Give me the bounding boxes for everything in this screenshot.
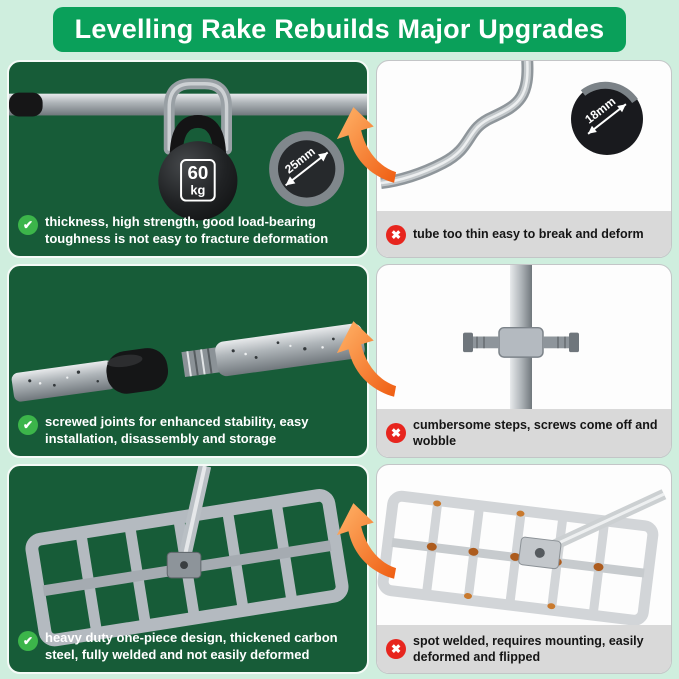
bad-caption-text: spot welded, requires mounting, easily d… [413,633,644,664]
diameter-inset-25mm: 25mm [269,131,345,207]
thin-bent-tube-photo: 18mm [380,61,643,189]
good-caption-text: heavy duty one-piece design, thickened c… [45,630,338,663]
upgrade-arrow-icon [333,498,397,582]
rake-handle [166,466,212,579]
good-caption: ✔ screwed joints for enhanced stability,… [18,414,358,448]
comparison-row-tube-thickness: 60 kg 25mm ✔ thickness, high strength, [0,58,679,260]
title-banner: Levelling Rake Rebuilds Major Upgrades [53,7,626,52]
rake-grid [25,489,349,647]
bad-panel-handle-joint: ✖ cumbersome steps, screws come off and … [376,264,672,458]
kettlebell-unit: kg [190,183,205,198]
upgrade-arrow-icon [333,102,397,186]
clamp-screw-left [463,332,499,353]
check-icon: ✔ [18,631,38,652]
shackle-hook [163,78,233,155]
bad-caption: ✖ tube too thin easy to break and deform [377,211,671,257]
good-panel-handle-joint: ✔ screwed joints for enhanced stability,… [7,264,369,458]
bad-caption-text: tube too thin easy to break and deform [413,226,644,241]
good-panel-rake-head: ✔ heavy duty one-piece design, thickened… [7,464,369,674]
cross-icon: ✖ [386,224,406,245]
kettlebell: 60 kg [158,114,238,221]
spot-welded-rake-head-photo [377,489,667,626]
cross-icon: ✖ [386,639,406,660]
page-title: Levelling Rake Rebuilds Major Upgrades [74,14,605,44]
good-caption-text: thickness, high strength, good load-bear… [45,214,329,247]
bad-caption: ✖ cumbersome steps, screws come off and … [377,408,671,457]
check-icon: ✔ [18,415,38,436]
screwed-joint-photo [11,323,365,402]
cross-icon: ✖ [386,423,406,444]
bad-panel-rake-head: ✖ spot welded, requires mounting, easily… [376,464,672,674]
comparison-row-rake-head: ✔ heavy duty one-piece design, thickened… [0,462,679,676]
kettlebell-weight: 60 [187,162,208,183]
check-icon: ✔ [18,215,38,236]
bad-caption: ✖ spot welded, requires mounting, easily… [377,624,671,673]
good-caption: ✔ thickness, high strength, good load-be… [18,214,358,248]
bad-caption-text: cumbersome steps, screws come off and wo… [413,417,658,448]
comparison-row-handle-joint: ✔ screwed joints for enhanced stability,… [0,262,679,460]
good-caption-text: screwed joints for enhanced stability, e… [45,414,309,447]
clamp-joint-photo [463,265,579,412]
clamp-screw-right [543,332,579,353]
good-caption: ✔ heavy duty one-piece design, thickened… [18,630,358,664]
thick-tube-kettlebell-photo: 60 kg 25mm [9,78,367,221]
bad-panel-tube-thickness: 18mm ✖ tube too thin easy to break and d… [376,60,672,258]
one-piece-rake-head-photo [25,466,349,647]
diameter-inset-18mm: 18mm [571,81,643,155]
good-panel-tube-thickness: 60 kg 25mm ✔ thickness, high strength, [7,60,369,258]
upgrade-arrow-icon [333,316,397,400]
